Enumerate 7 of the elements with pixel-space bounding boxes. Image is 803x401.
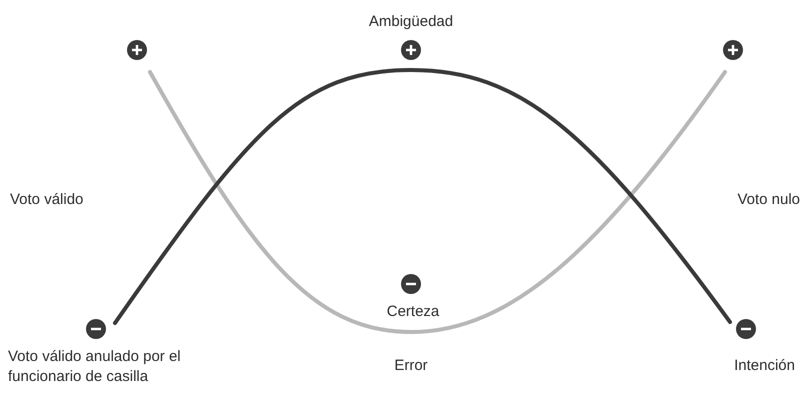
axis-label: Ambigüedad (368, 12, 454, 32)
axis-label: Error (393, 356, 429, 376)
axis-label: Voto válido anulado por el funcionario de casilla (8, 347, 182, 387)
axis-label: Intención (733, 356, 795, 376)
axis-label: Voto válido (10, 190, 84, 210)
axis-label: Certeza (386, 302, 440, 322)
axis-label: Voto nulo (736, 190, 800, 210)
